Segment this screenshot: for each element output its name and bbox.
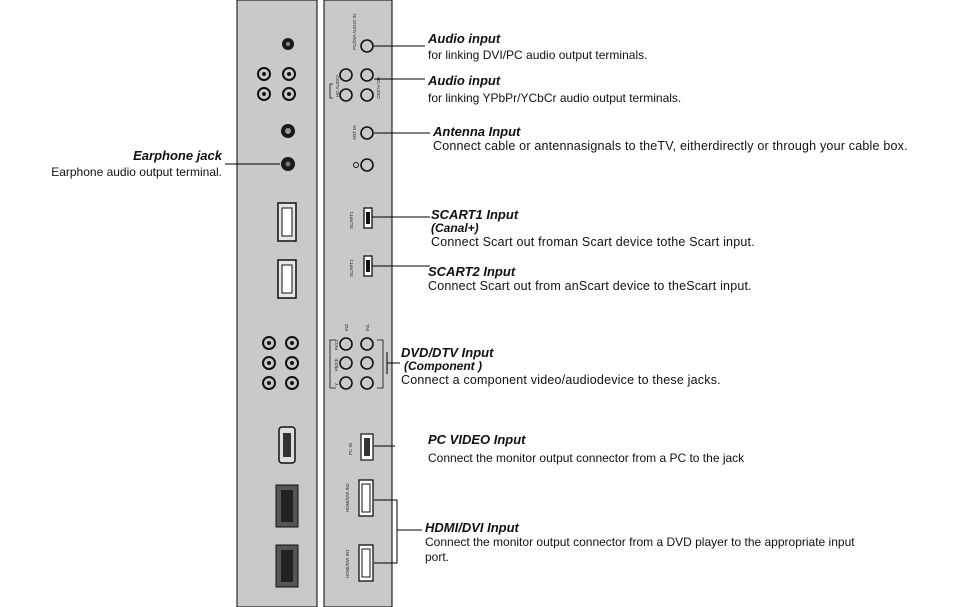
audio-input-1-desc: for linking DVI/PC audio output terminal…: [428, 48, 648, 62]
earphone-jack-desc: Earphone audio output terminal.: [51, 165, 222, 179]
label-hd-audio-r: HD AUDIO: [376, 77, 381, 99]
antenna-input-desc: Connect cable or antennasignals to theTV…: [433, 139, 908, 153]
hdmi-dvi-input-title: HDMI/DVI Input: [425, 520, 519, 535]
label-in1: IN1: [365, 324, 370, 332]
label-pc-in: PC IN: [348, 443, 353, 455]
label-pb-cb: Pb/Cb: [334, 358, 339, 371]
antenna-input-title: Antenna Input: [433, 124, 521, 139]
annotation-audio-input-2: Audio input for linking YPbPr/YCbCr audi…: [428, 73, 681, 106]
label-pr-cr: Pr/Cr: [334, 339, 339, 350]
label-scart2: SCART2: [349, 259, 354, 277]
annotation-earphone-jack: Earphone jack Earphone audio output term…: [0, 148, 222, 180]
earphone-jack-title: Earphone jack: [133, 148, 222, 163]
annotation-scart1-input: SCART1 Input (Canal+) Connect Scart out …: [431, 207, 755, 250]
back-panel-labels: PC/DVI AUDIO IN HD AUDIO HD AUDIO ANT IN…: [334, 14, 381, 578]
annotation-scart2-input: SCART2 Input Connect Scart out from anSc…: [428, 264, 752, 294]
scart2-input-desc: Connect Scart out from anScart device to…: [428, 279, 752, 293]
dvd-dtv-input-desc: Connect a component video/audiodevice to…: [401, 373, 721, 387]
annotation-hdmi-dvi-input: HDMI/DVI Input Connect the monitor outpu…: [425, 520, 865, 565]
annotation-pc-video-input: PC VIDEO Input Connect the monitor outpu…: [428, 432, 744, 466]
back-panel-jacks: [329, 39, 384, 582]
annotation-dvd-dtv-input: DVD/DTV Input (Component ) Connect a com…: [401, 345, 721, 388]
label-pc-audio: PC/DVI AUDIO IN: [352, 14, 357, 50]
hdmi-dvi-input-desc: Connect the monitor output connector fro…: [425, 535, 855, 564]
label-hdmi2: HDMI/DVI IN2: [345, 483, 350, 512]
label-scart1: SCART1: [349, 211, 354, 229]
side-panel-jacks: [257, 38, 299, 588]
callout-lines: [225, 45, 430, 564]
scart1-input-desc: Connect Scart out froman Scart device to…: [431, 235, 755, 249]
dvd-dtv-input-title: DVD/DTV Input: [401, 345, 494, 360]
audio-input-2-title: Audio input: [428, 73, 501, 88]
back-panel: [323, 0, 393, 607]
audio-input-2-desc: for linking YPbPr/YCbCr audio output ter…: [428, 91, 682, 105]
scart1-input-subtitle: (Canal+): [431, 221, 479, 235]
scart2-input-title: SCART2 Input: [428, 264, 516, 279]
label-hdmi1: HDMI/DVI IN1: [345, 549, 350, 578]
audio-input-1-title: Audio input: [428, 31, 501, 46]
pc-video-input-title: PC VIDEO Input: [428, 432, 526, 447]
label-in2: IN2: [344, 324, 349, 332]
label-ant-in: ANT IN: [352, 125, 357, 140]
scart1-input-title: SCART1 Input: [431, 207, 519, 222]
pc-video-input-desc: Connect the monitor output connector fro…: [428, 451, 745, 465]
label-y: Y: [334, 383, 339, 386]
annotation-antenna-input: Antenna Input Connect cable or antennasi…: [433, 124, 948, 154]
annotation-audio-input-1: Audio input for linking DVI/PC audio out…: [428, 31, 647, 63]
dvd-dtv-input-subtitle: (Component ): [404, 359, 482, 373]
label-hd-audio-l: HD AUDIO: [335, 75, 340, 97]
